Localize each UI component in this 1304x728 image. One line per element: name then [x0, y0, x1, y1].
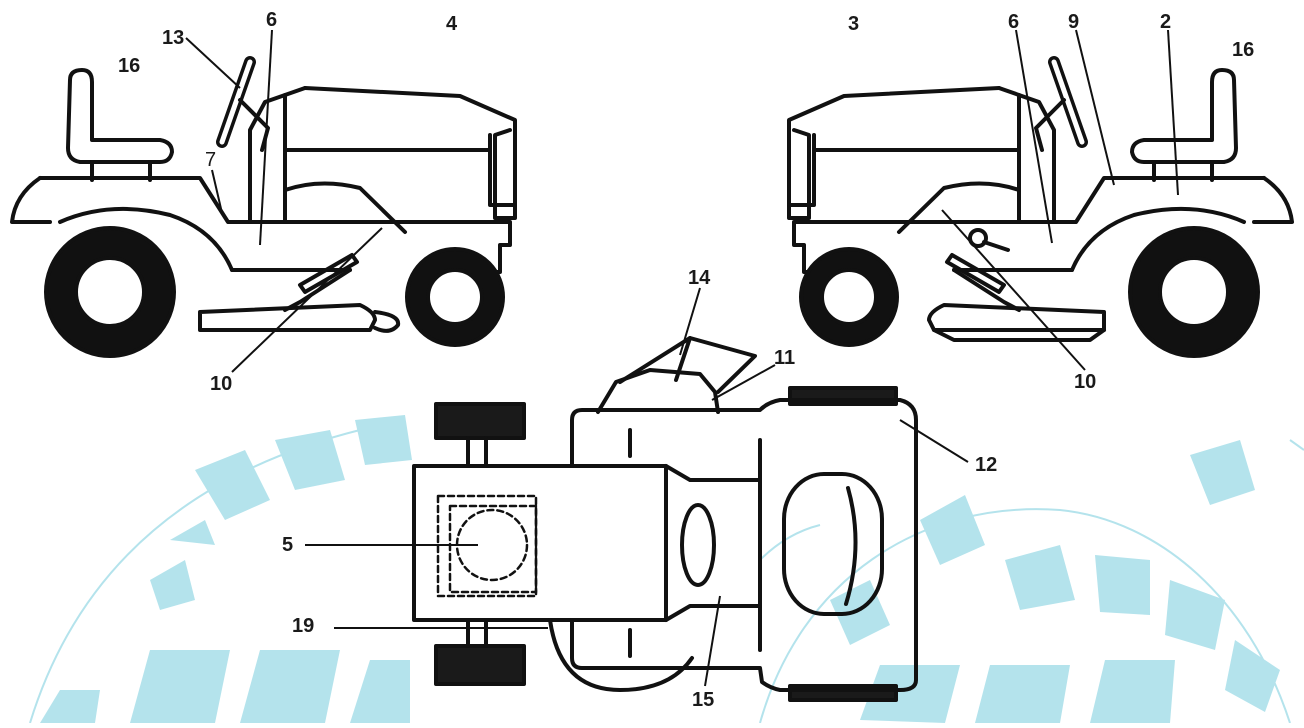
callout-5-top: 5	[282, 534, 294, 556]
callout-6-left: 6	[266, 9, 278, 31]
callout-13-left: 13	[162, 27, 185, 49]
callout-10-right: 10	[1074, 371, 1097, 393]
callout-16-left: 16	[118, 55, 141, 77]
callout-14-top: 14	[688, 267, 711, 289]
callout-12-top: 12	[975, 454, 998, 476]
callout-16-right: 16	[1232, 39, 1255, 61]
callout-9-right: 9	[1068, 11, 1080, 33]
callout-6-right: 6	[1008, 11, 1020, 33]
tractor-right-side-icon	[787, 56, 1294, 358]
callout-2-right: 2	[1160, 11, 1172, 33]
callout-7-left: 7	[205, 149, 217, 171]
callout-4-left: 4	[446, 13, 458, 35]
callout-3-right: 3	[848, 13, 860, 35]
callout-19-top: 19	[292, 615, 315, 637]
callout-11-top: 11	[774, 347, 796, 369]
tractor-left-side-icon	[10, 56, 517, 358]
callout-15-top: 15	[692, 689, 715, 711]
callout-10-left: 10	[210, 373, 233, 395]
tractor-top-view-icon	[412, 336, 918, 702]
leader-lines	[185, 29, 1179, 687]
